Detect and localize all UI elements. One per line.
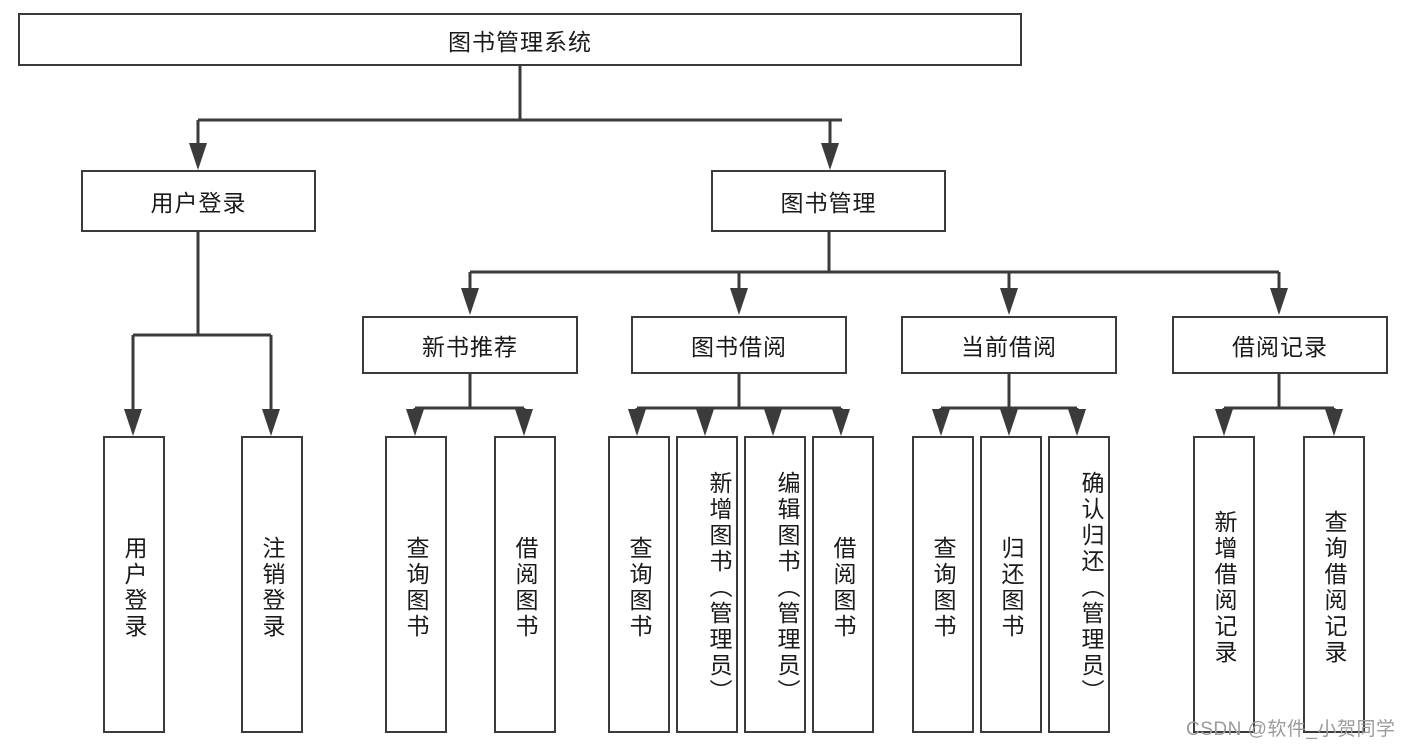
leaf-borrow-record-add-record[interactable]: 新增借阅记录 xyxy=(1193,436,1255,733)
node-label: 查询图书 xyxy=(626,535,652,640)
node-label: 归还图书 xyxy=(998,535,1024,640)
node-label: 新增图书（管理员） xyxy=(706,470,732,705)
leaf-book-borrow-edit-book-admin[interactable]: 编辑图书（管理员） xyxy=(744,436,806,733)
node-borrow-record[interactable]: 借阅记录 xyxy=(1172,316,1388,374)
node-label: 查询图书 xyxy=(403,535,429,640)
node-label: 用户登录 xyxy=(150,190,247,216)
node-label: 用户登录 xyxy=(121,535,147,640)
node-root-book-management-system[interactable]: 图书管理系统 xyxy=(18,13,1022,66)
node-label: 查询借阅记录 xyxy=(1321,509,1347,666)
leaf-current-borrow-query-book[interactable]: 查询图书 xyxy=(912,436,974,733)
node-label: 借阅图书 xyxy=(830,535,856,640)
node-user-login[interactable]: 用户登录 xyxy=(81,170,316,232)
leaf-current-borrow-confirm-return-admin[interactable]: 确认归还（管理员） xyxy=(1048,436,1110,733)
node-label: 当前借阅 xyxy=(961,334,1057,360)
node-label: 图书管理系统 xyxy=(448,28,592,55)
node-label: 图书管理 xyxy=(780,190,877,216)
node-label: 确认归还（管理员） xyxy=(1078,470,1104,705)
node-label: 借阅记录 xyxy=(1232,334,1328,360)
node-label: 新增借阅记录 xyxy=(1211,509,1237,666)
watermark-text: CSDN @软件_小贺同学 xyxy=(1186,719,1396,740)
node-label: 借阅图书 xyxy=(512,535,538,640)
node-new-book-recommend[interactable]: 新书推荐 xyxy=(362,316,578,374)
node-label: 查询图书 xyxy=(930,535,956,640)
leaf-new-book-borrow-book[interactable]: 借阅图书 xyxy=(494,436,556,733)
node-label: 新书推荐 xyxy=(422,334,518,360)
leaf-new-book-query-book[interactable]: 查询图书 xyxy=(385,436,447,733)
node-book-borrow[interactable]: 图书借阅 xyxy=(631,316,847,374)
node-book-management[interactable]: 图书管理 xyxy=(711,170,946,232)
leaf-user-login-login[interactable]: 用户登录 xyxy=(103,436,165,733)
node-label: 编辑图书（管理员） xyxy=(774,470,800,705)
leaf-book-borrow-borrow-book[interactable]: 借阅图书 xyxy=(812,436,874,733)
node-label: 注销登录 xyxy=(259,535,285,640)
leaf-book-borrow-query-book[interactable]: 查询图书 xyxy=(608,436,670,733)
node-label: 图书借阅 xyxy=(691,334,787,360)
leaf-borrow-record-query-record[interactable]: 查询借阅记录 xyxy=(1303,436,1365,733)
leaf-user-login-logout[interactable]: 注销登录 xyxy=(241,436,303,733)
leaf-book-borrow-add-book-admin[interactable]: 新增图书（管理员） xyxy=(676,436,738,733)
leaf-current-borrow-return-book[interactable]: 归还图书 xyxy=(980,436,1042,733)
node-current-borrow[interactable]: 当前借阅 xyxy=(901,316,1117,374)
